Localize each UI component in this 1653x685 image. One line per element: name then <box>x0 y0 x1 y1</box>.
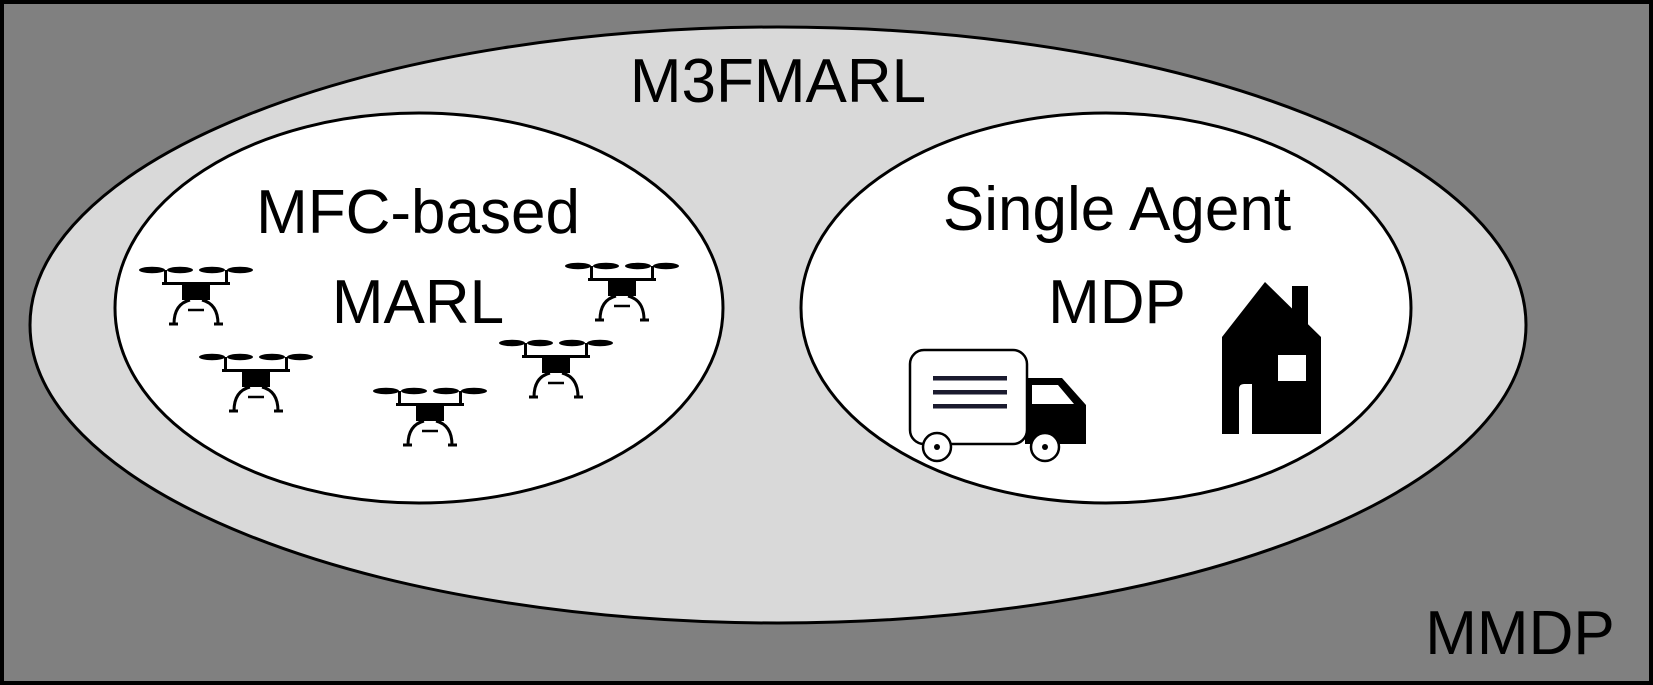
mmdp-label: MMDP <box>1425 599 1614 668</box>
mfc-based-label: MFC-based <box>256 178 580 247</box>
house-icon <box>1222 282 1321 434</box>
delivery-truck-icon <box>908 348 1086 463</box>
m3fmarl-label: M3FMARL <box>630 47 926 116</box>
marl-label: MARL <box>332 268 504 337</box>
mfc-marl-region <box>113 111 725 505</box>
single-agent-label: Single Agent <box>943 175 1291 244</box>
mdp-label: MDP <box>1048 268 1186 337</box>
